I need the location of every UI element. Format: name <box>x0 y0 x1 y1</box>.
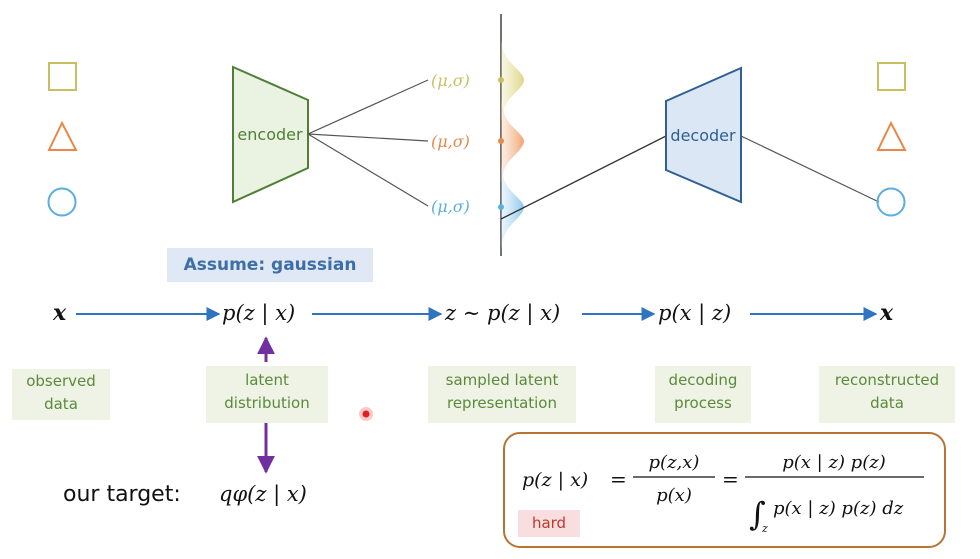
sampled-line-1: sampled latent <box>445 371 559 389</box>
pipeline-sample: z ∼ p(z | x) <box>444 301 560 326</box>
decoding-line-2: process <box>674 394 732 412</box>
target-formula: qφ(z | x) <box>219 482 307 506</box>
sample-to-decoder-line <box>500 135 667 220</box>
triangle-shape-input <box>47 120 78 151</box>
triangle-shape-output <box>876 120 907 151</box>
mu-sigma-label-1: (μ,σ) <box>431 71 470 90</box>
decoder-label: decoder <box>670 126 736 145</box>
pipeline-likelihood: p(x | z) <box>658 301 731 326</box>
reconstructed-line-1: reconstructed <box>834 371 940 389</box>
mean-dot-orange <box>498 138 504 144</box>
equation-lhs: p(z | x) <box>522 469 588 491</box>
our-target-label: our target: <box>63 482 181 507</box>
encoder-label: encoder <box>237 125 303 144</box>
sampled-latent-label: sampled latent representation <box>428 366 576 423</box>
mean-dot-yellow <box>498 77 504 83</box>
circle-shape-output <box>876 187 906 217</box>
square-shape-output <box>877 62 906 91</box>
frac1-numerator: p(z,x) <box>649 452 700 473</box>
integral-subscript: z <box>761 522 768 535</box>
circle-shape-input <box>47 187 77 217</box>
mu-sigma-label-2: (μ,σ) <box>431 132 470 151</box>
observed-line-2: data <box>44 395 78 413</box>
sampled-line-2: representation <box>446 394 557 412</box>
latent-line-1: latent <box>245 371 289 389</box>
latent-line-2: distribution <box>224 394 310 412</box>
equation-equals-2: = <box>722 467 739 491</box>
encoder-line-bottom <box>307 133 429 207</box>
frac2-denominator: p(x | z) p(z) dz <box>773 498 904 519</box>
square-shape-input <box>48 62 77 91</box>
gaussian-yellow <box>501 40 524 122</box>
hard-badge: hard <box>518 510 580 537</box>
reconstructed-line-2: data <box>870 394 904 412</box>
integral-sign: ∫ <box>749 495 766 533</box>
encoder-line-mid <box>307 133 429 142</box>
pipeline-posterior: p(z | x) <box>222 301 295 326</box>
decoder-block <box>665 66 742 204</box>
decoding-process-label: decoding process <box>655 366 751 423</box>
pipeline-x-input: x <box>52 300 67 326</box>
equation-box <box>503 432 946 548</box>
observed-line-1: observed <box>26 372 96 390</box>
observed-data-label: observed data <box>12 369 110 420</box>
decoding-line-1: decoding <box>668 371 738 389</box>
mu-sigma-label-3: (μ,σ) <box>431 197 470 216</box>
decoder-output-line <box>740 135 880 203</box>
encoder-block <box>232 65 309 204</box>
frac2-numerator: p(x | z) p(z) <box>782 452 885 473</box>
latent-distribution-label: latent distribution <box>206 366 328 423</box>
pointer-dot-core <box>362 410 370 418</box>
mean-dot-blue <box>498 204 504 210</box>
encoder-line-top <box>307 79 429 135</box>
frac1-denominator: p(x) <box>656 485 692 506</box>
gaussian-blue <box>501 164 524 250</box>
assume-gaussian-label: Assume: gaussian <box>167 248 373 282</box>
gaussian-orange <box>501 100 524 184</box>
equation-equals-1: = <box>610 467 627 491</box>
pipeline-x-output: x <box>879 300 894 326</box>
reconstructed-data-label: reconstructed data <box>819 366 955 423</box>
